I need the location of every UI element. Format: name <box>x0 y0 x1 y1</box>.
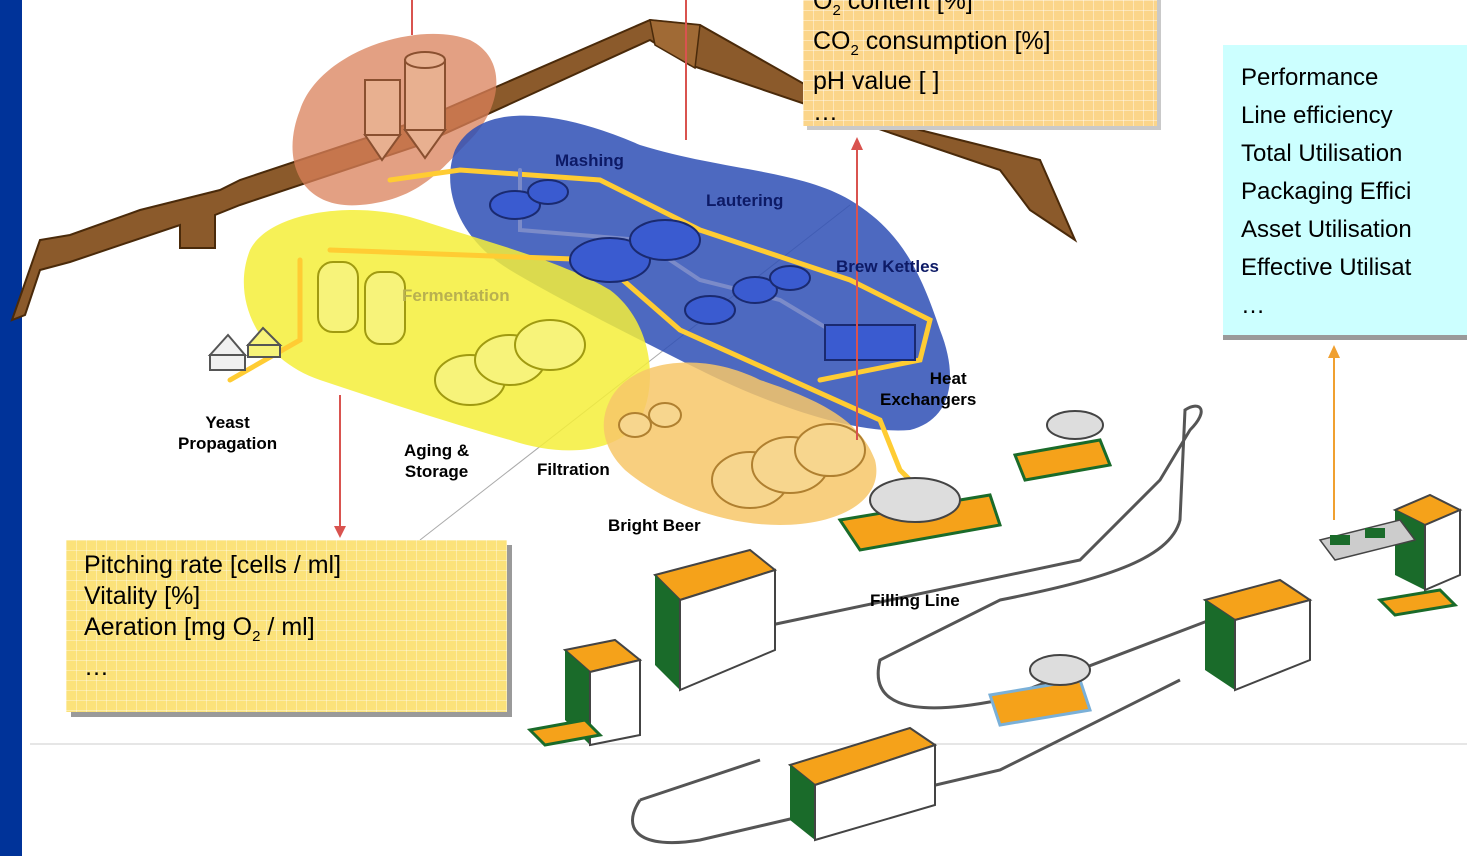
yeast-line-1: Pitching rate [cells / ml] <box>84 551 342 579</box>
kpi-item: … <box>1241 292 1265 319</box>
label-mashing: Mashing <box>555 151 624 170</box>
quality-line-1: O2 content [%] <box>813 0 973 19</box>
kpi-item: Line efficiency <box>1241 102 1393 129</box>
label-aging-storage: Aging & Storage <box>404 441 470 481</box>
brewhouse-vessels <box>489 179 916 361</box>
quality-line-2: CO2 consumption [%] <box>813 27 1051 59</box>
conveyor-track <box>631 404 1211 845</box>
kpi-box: Performance Line efficiency Total Utilis… <box>1223 45 1467 335</box>
yeast-line-2: Vitality [%] <box>84 582 201 610</box>
left-accent-bar <box>0 0 22 856</box>
label-lautering: Lautering <box>706 191 784 210</box>
kpi-item: Packaging Effici <box>1241 178 1412 205</box>
quality-parameters-box: O2 content [%] CO2 consumption [%] pH va… <box>803 0 1157 126</box>
annotation-arrows <box>334 0 1340 538</box>
label-bright-beer: Bright Beer <box>608 516 701 535</box>
yeast-propagation-tanks <box>207 326 283 371</box>
kpi-item: Effective Utilisat <box>1241 254 1412 281</box>
building-roof <box>10 18 1078 322</box>
kpi-item: Performance <box>1241 64 1379 91</box>
fermentation-tanks <box>317 261 586 406</box>
label-fermentation: Fermentation <box>402 286 510 305</box>
yeast-parameters-box: Pitching rate [cells / ml] Vitality [%] … <box>66 540 507 712</box>
label-filtration: Filtration <box>537 460 610 479</box>
label-brew-kettles: Brew Kettles <box>836 257 939 276</box>
bright-beer-tanks <box>618 402 866 509</box>
quality-line-3: pH value [ ] <box>813 67 940 95</box>
yeast-line-3: Aeration [mg O2 / ml] <box>84 613 315 645</box>
label-yeast-propagation: Yeast Propagation <box>178 413 278 453</box>
yeast-line-4: … <box>84 653 109 681</box>
grain-silos <box>363 51 447 162</box>
filling-machines <box>526 410 1463 842</box>
kpi-item: Total Utilisation <box>1241 140 1403 167</box>
label-heat-exchangers: Heat Exchangers <box>880 369 977 409</box>
quality-line-4: … <box>813 98 838 126</box>
label-filling-line: Filling Line <box>870 591 960 610</box>
kpi-item: Asset Utilisation <box>1241 216 1412 243</box>
